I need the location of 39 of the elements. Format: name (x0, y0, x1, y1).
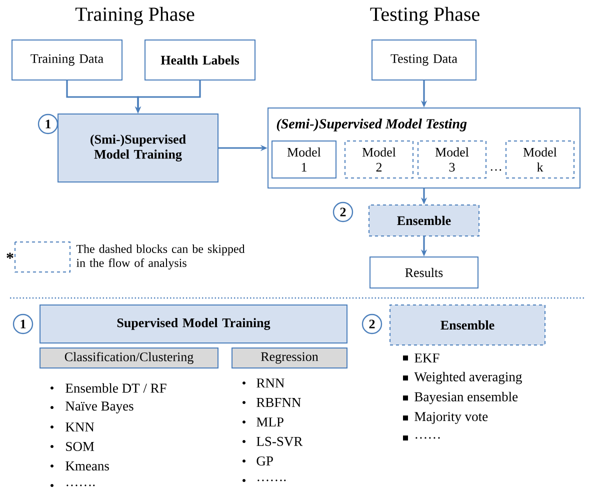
legend-text: The dashed blocks can be skipped in the flow of analysis (76, 244, 245, 270)
step-number: 1 (12, 314, 34, 334)
ellipsis: … (490, 169, 502, 171)
list-item: ……. (66, 484, 95, 486)
list-item: Ensemble DT / RF (66, 383, 166, 393)
list-item: MLP (256, 418, 284, 426)
process-box: Ensemble (368, 204, 480, 236)
list-item: SOM (66, 442, 94, 452)
list-item: LS-SVR (256, 436, 303, 446)
data-box: Health Labels (144, 40, 256, 80)
list-item: …… (416, 437, 440, 439)
data-box: Testing Data (372, 40, 476, 80)
step-number: 2 (332, 202, 354, 222)
list-item: RNN (256, 378, 284, 388)
result-box: Results (370, 256, 478, 288)
list-item: GP (256, 456, 273, 466)
model-box: Model 2 (344, 140, 414, 178)
process-box: (Smi-)Supervised Model Training (58, 114, 218, 182)
list-item: EKF (414, 354, 440, 362)
list-item: Naïve Bayes (66, 402, 134, 414)
list-item: RBFNN (256, 398, 301, 407)
phase-title: Training Phase (75, 6, 194, 26)
model-box: Model 3 (418, 140, 486, 178)
model-box: Model k (506, 140, 574, 178)
list-item: Kmeans (66, 462, 109, 470)
list-item: ……. (258, 480, 286, 482)
step-number: 1 (38, 114, 58, 134)
category-box: Regression (232, 348, 348, 368)
step-number: 2 (362, 314, 382, 334)
list-item: Majority vote (414, 412, 488, 424)
list-item: Weighted averaging (414, 372, 522, 384)
asterisk: * (6, 252, 14, 259)
data-box: Training Data (12, 40, 122, 80)
header-box: Supervised Model Training (40, 304, 348, 344)
list-item: KNN (66, 422, 94, 432)
model-box: Model 1 (272, 140, 336, 178)
category-box: Classification/Clustering (40, 348, 218, 368)
header-box: Ensemble (390, 304, 546, 346)
list-item: Bayesian ensemble (414, 392, 518, 404)
